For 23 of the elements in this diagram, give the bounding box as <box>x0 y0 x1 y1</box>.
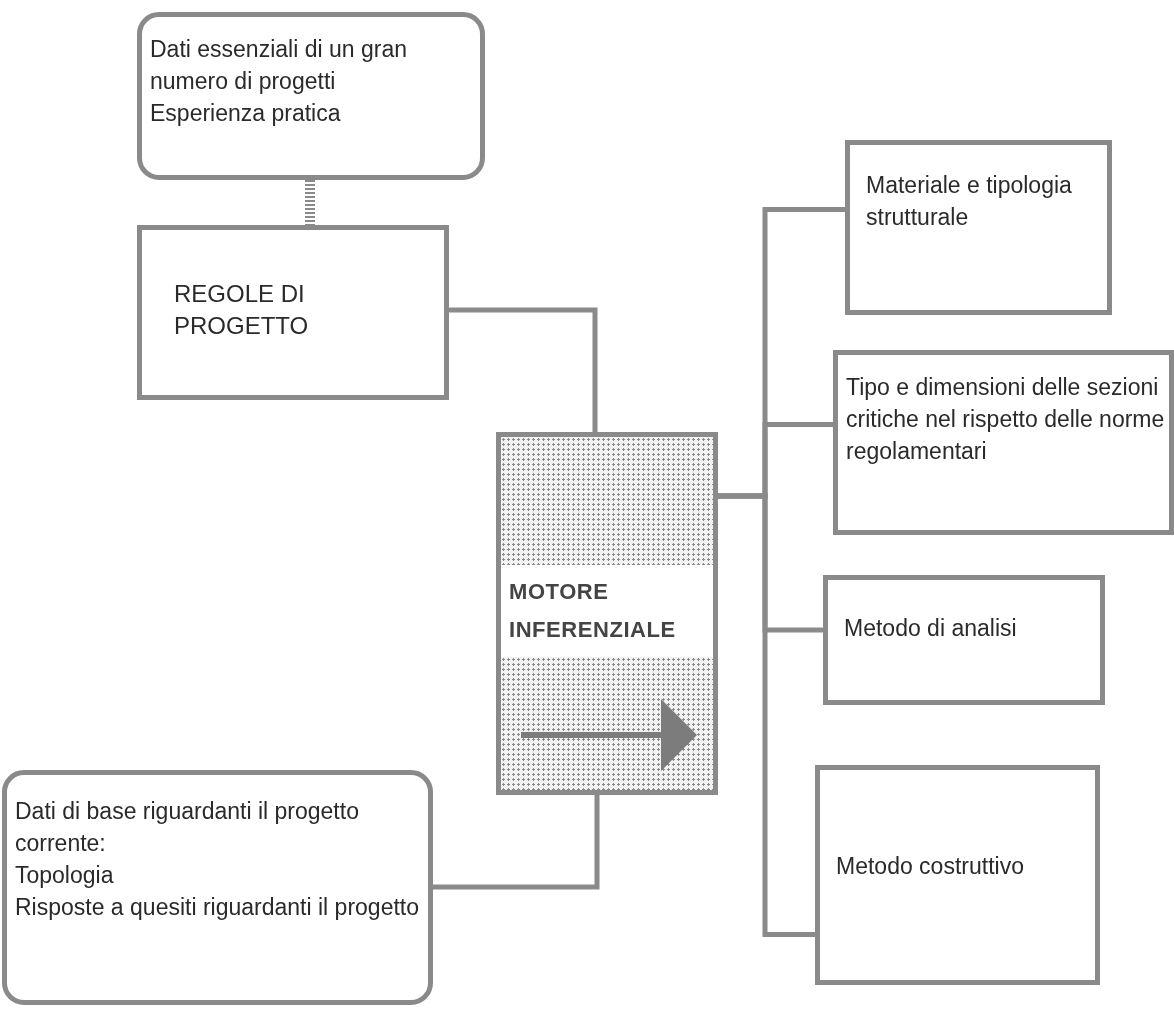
box-text: Topologia <box>15 861 115 890</box>
engine-label: MOTORE INFERENZIALE <box>509 578 677 644</box>
source-box <box>137 12 485 180</box>
box-text: Tipo e dimensioni delle sezioni critiche nel rispetto delle norme regolamentari <box>846 373 1165 466</box>
box-text: Dati essenziali di un gran numero di progetti <box>150 35 408 96</box>
output-box <box>845 140 1112 315</box>
engine-box <box>496 432 718 795</box>
box-text: Esperienza pratica <box>150 99 342 128</box>
box-text: Materiale e tipologia strutturale <box>866 171 1073 232</box>
connector-line <box>718 493 815 937</box>
box-text: REGOLE DI PROGETTO <box>174 279 310 341</box>
connector-line <box>433 795 600 890</box>
box-text: Dati di base riguardanti il progetto corrente: <box>15 797 360 858</box>
connector-line <box>449 307 598 432</box>
box-text: Metodo di analisi <box>844 614 1018 643</box>
box-text: Metodo costruttivo <box>836 852 1025 881</box>
process-box <box>137 225 449 400</box>
output-box <box>833 350 1174 535</box>
box-text: Risposte a quesiti riguardanti il progetto <box>15 893 420 922</box>
input-box <box>2 770 433 1005</box>
connector-line <box>305 180 315 225</box>
output-box <box>823 575 1105 705</box>
output-box <box>815 765 1100 985</box>
